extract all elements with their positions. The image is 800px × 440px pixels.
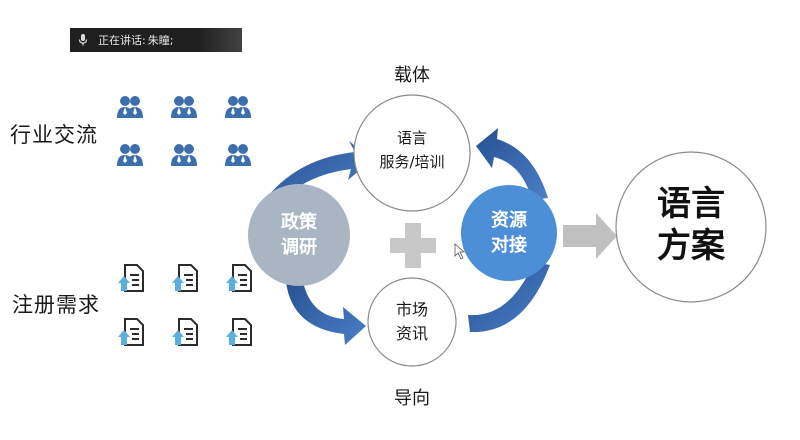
speaker-prefix: 正在讲话: — [98, 34, 146, 47]
result-node-label: 语言 方案 — [631, 183, 751, 267]
people-icon-grid — [115, 92, 253, 170]
people-group-icon — [171, 144, 197, 166]
arrow-bottom-right — [468, 262, 550, 333]
people-group-icon — [117, 144, 143, 166]
upload-document-icon — [226, 318, 252, 346]
left-node-line2: 调研 — [281, 237, 317, 258]
upload-document-icon — [118, 318, 144, 346]
industry-exchange-label: 行业交流 — [10, 123, 98, 147]
top-node-label: 语言 服务/培训 — [362, 126, 462, 174]
speaker-bar-fade — [198, 28, 242, 52]
left-node-label: 政策 调研 — [259, 210, 339, 260]
result-node-line2: 方案 — [657, 226, 725, 266]
cursor-icon — [454, 243, 466, 260]
upload-document-icon — [172, 318, 198, 346]
upload-document-icon — [118, 264, 144, 292]
bottom-caption: 导向 — [394, 388, 430, 409]
people-group-icon — [171, 96, 197, 118]
arrow-bottom-left — [286, 276, 366, 345]
arrow-top-right — [476, 128, 548, 200]
microphone-icon — [78, 34, 88, 46]
top-node-line2: 服务/培训 — [379, 153, 445, 171]
plus-icon — [390, 223, 436, 268]
bottom-node-line2: 资讯 — [395, 324, 428, 343]
people-group-icon — [225, 96, 251, 118]
top-caption: 载体 — [394, 65, 430, 86]
upload-document-icon — [172, 264, 198, 292]
right-node-line2: 对接 — [491, 235, 527, 256]
registration-demand-label: 注册需求 — [12, 293, 100, 317]
top-node-circle — [353, 94, 471, 212]
left-node-line1: 政策 — [281, 212, 317, 233]
speaker-name: 朱瞳; — [147, 34, 174, 47]
result-node-circle — [615, 151, 767, 303]
people-group-icon — [225, 144, 251, 166]
result-node-line1: 语言 — [657, 184, 725, 224]
right-node-label: 资源 对接 — [469, 208, 549, 258]
right-node-circle — [461, 185, 557, 281]
bottom-node-line1: 市场 — [395, 300, 428, 319]
right-node-line1: 资源 — [491, 210, 527, 231]
speaker-indicator-bar: 正在讲话: 朱瞳; — [70, 28, 242, 52]
top-node-line1: 语言 — [396, 129, 427, 147]
right-arrow-icon — [563, 213, 617, 259]
bottom-node-circle — [367, 277, 457, 367]
bottom-node-label: 市场 资讯 — [377, 298, 447, 346]
upload-document-icon — [226, 264, 252, 292]
people-group-icon — [117, 96, 143, 118]
document-icon-grid — [117, 263, 255, 347]
left-node-circle — [248, 184, 350, 286]
